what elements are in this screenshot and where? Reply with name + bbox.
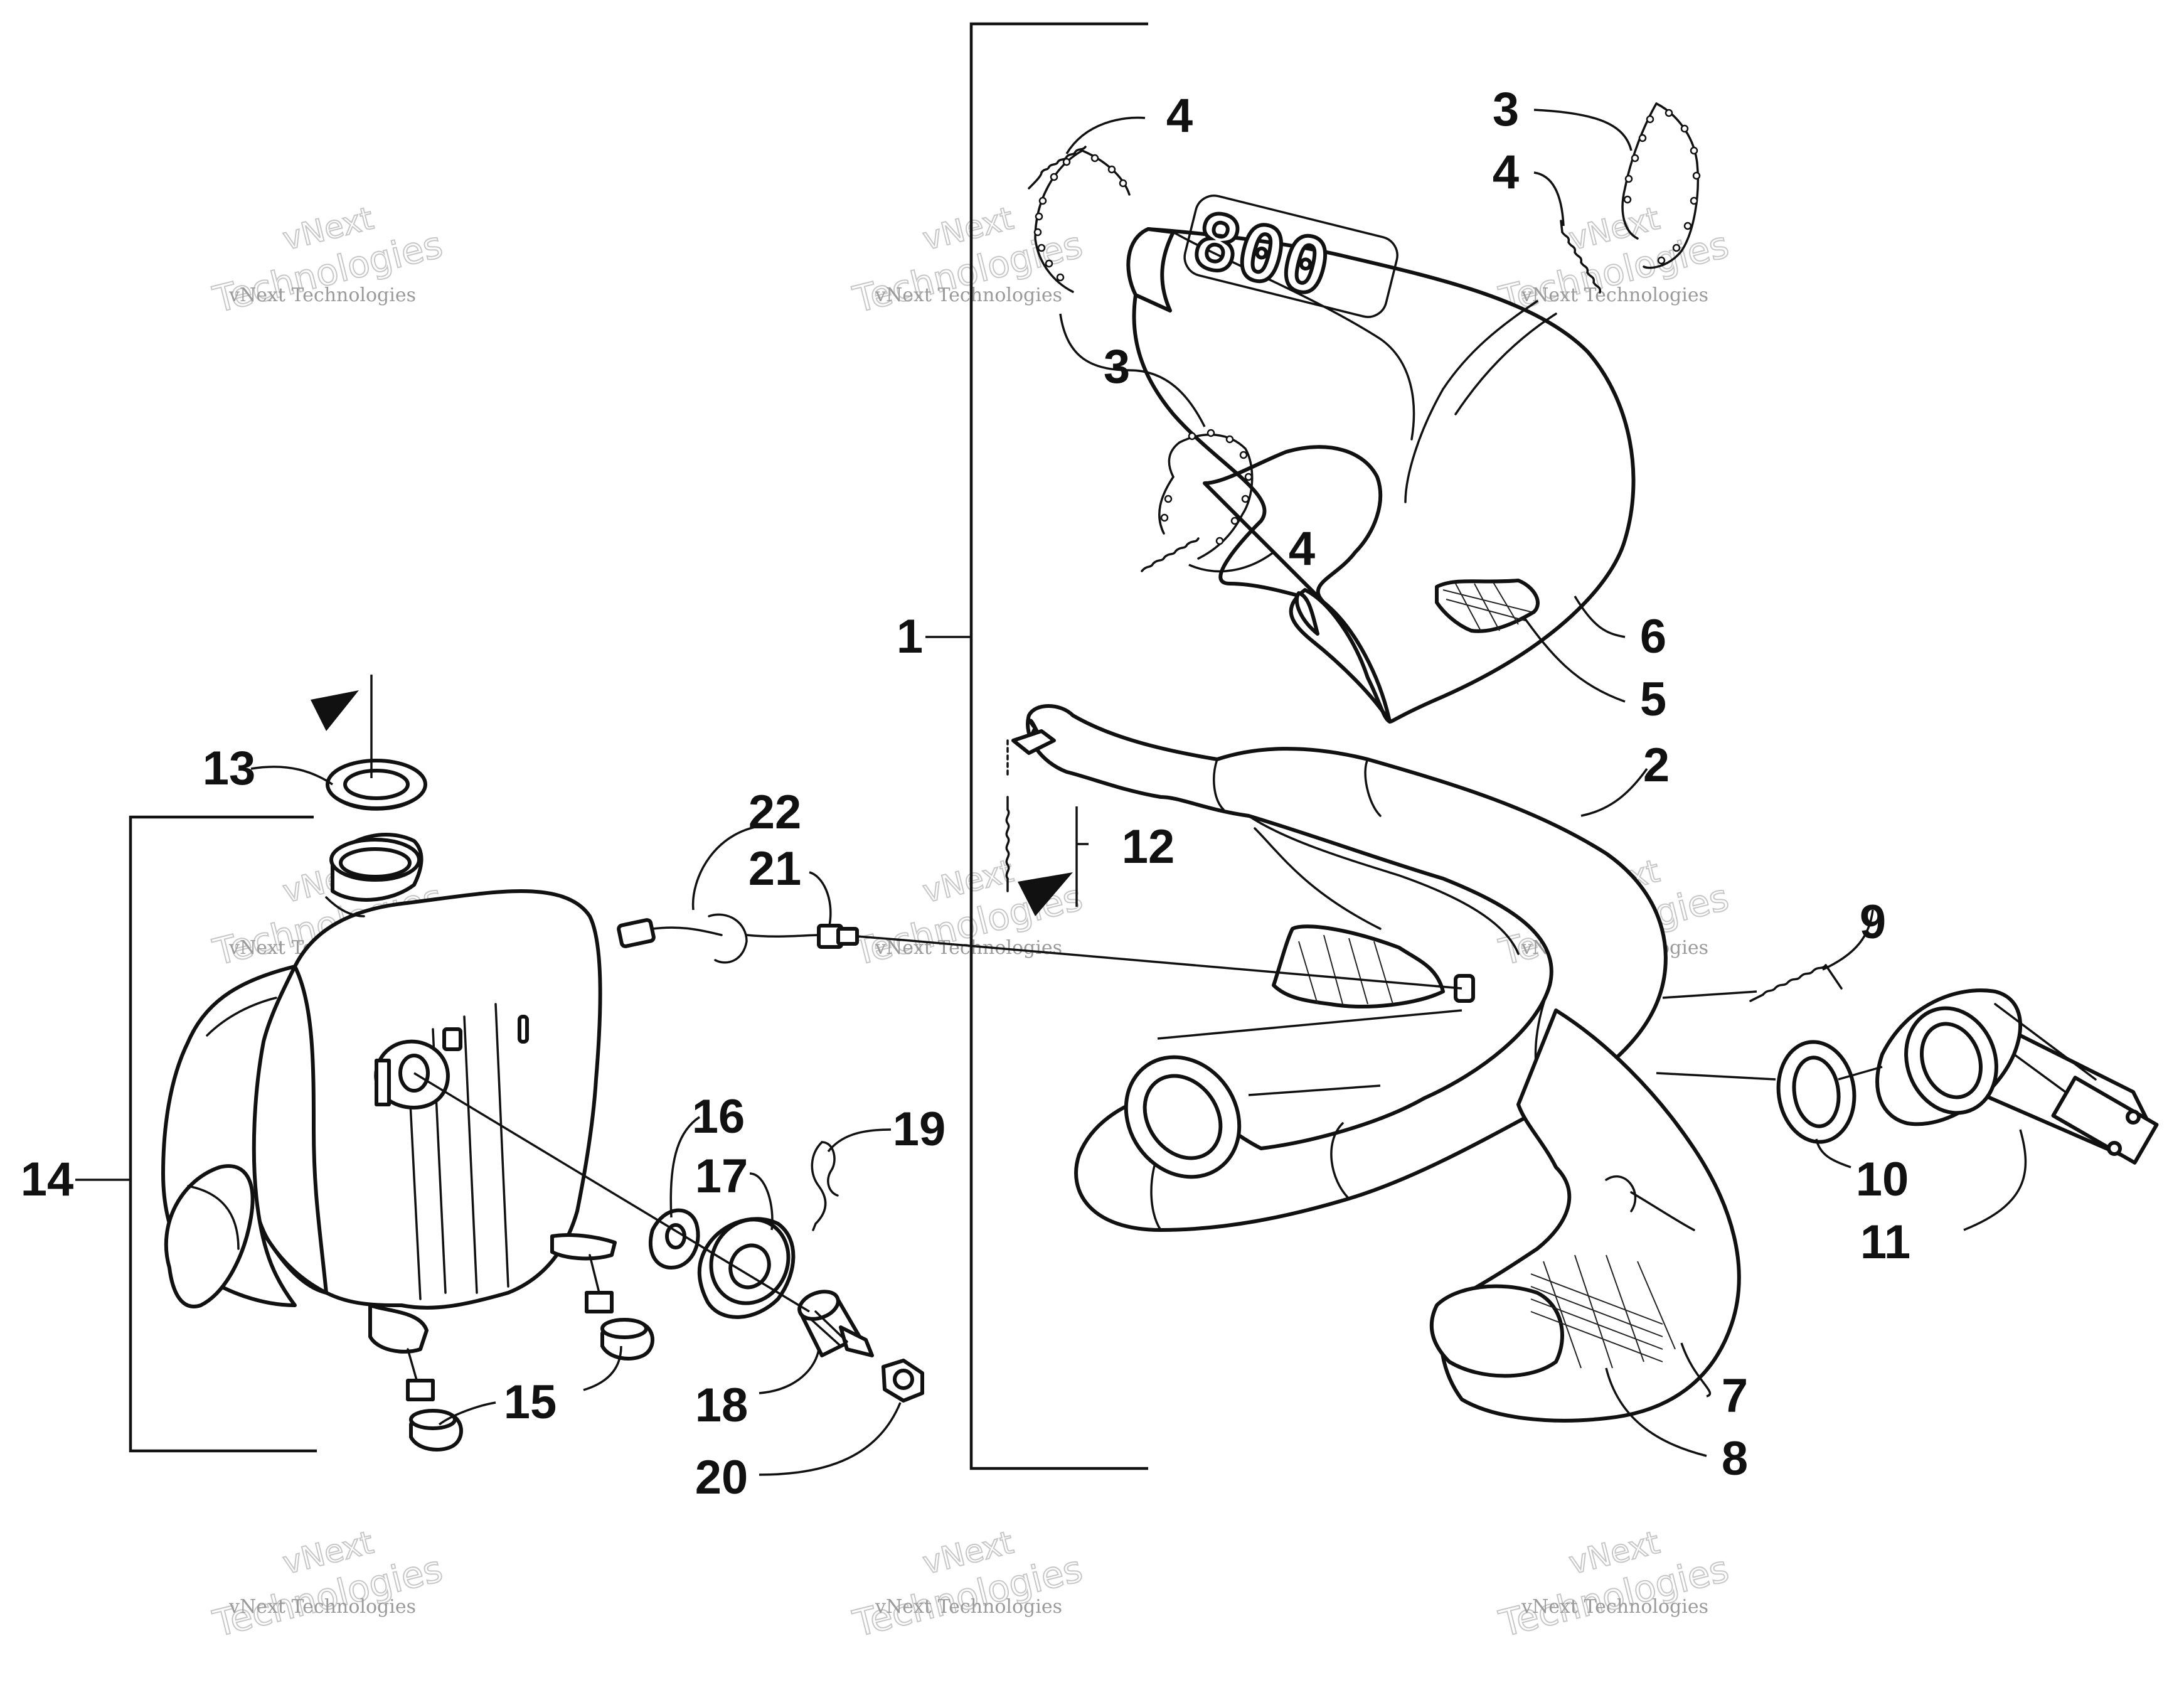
assembly-bracket-1 — [969, 22, 1148, 1470]
svg-text:vNext Technologies: vNext Technologies — [228, 284, 416, 306]
callout-16: 16 — [692, 1090, 745, 1143]
watermark: vNext Technologies — [1494, 1524, 1734, 1646]
rubber-grommet — [697, 1217, 796, 1319]
filler-cap — [326, 759, 427, 811]
hose-fitting — [797, 1290, 874, 1357]
hairpin-clip — [811, 1141, 839, 1231]
chain-strap-top-left — [1033, 149, 1131, 293]
callout-15: 15 — [504, 1376, 557, 1429]
callout-17: 17 — [695, 1150, 748, 1203]
watermark: vNext Technologies — [848, 1524, 1087, 1646]
spring-middle — [1141, 537, 1200, 572]
svg-text:vNext Technologies: vNext Technologies — [875, 284, 1062, 306]
reservoir-tank — [161, 833, 617, 1401]
hex-nut — [882, 1359, 924, 1403]
callout-21: 21 — [748, 842, 802, 896]
callout-3-middle: 3 — [1104, 340, 1130, 393]
callout-18: 18 — [695, 1379, 748, 1432]
leader-lines — [75, 109, 2027, 1476]
chain-strap-top-right — [1621, 102, 1701, 269]
callout-22: 22 — [748, 786, 802, 839]
grommet-bottom-right — [600, 1318, 654, 1361]
exhaust-gasket — [1776, 1040, 1856, 1144]
muffler-heat-shield: 800 — [1126, 195, 1636, 724]
callout-13: 13 — [203, 742, 256, 795]
callout-14: 14 — [21, 1153, 74, 1206]
callout-7: 7 — [1722, 1369, 1748, 1423]
watermark: vNext Technologies — [208, 1524, 447, 1646]
svg-text:vNext Technologies: vNext Technologies — [875, 1596, 1062, 1618]
callout-4-top-left: 4 — [1166, 89, 1193, 142]
assembly-bracket-14 — [129, 815, 317, 1453]
reference-arrow-left — [311, 690, 359, 731]
spring-pipe-mount — [1005, 739, 1010, 892]
svg-text:vNext Technologies: vNext Technologies — [228, 1596, 416, 1618]
callout-1: 1 — [897, 610, 923, 663]
spring-top-left — [1028, 146, 1087, 190]
callout-2: 2 — [1643, 739, 1670, 792]
callout-4-top-right: 4 — [1493, 146, 1519, 199]
callout-5: 5 — [1640, 673, 1666, 726]
svg-text:vNext Technologies: vNext Technologies — [1521, 1596, 1708, 1618]
callout-12: 12 — [1122, 820, 1175, 874]
callout-11: 11 — [1860, 1216, 1910, 1269]
callout-19: 19 — [893, 1103, 946, 1156]
callout-20: 20 — [695, 1451, 748, 1504]
callout-10: 10 — [1856, 1153, 1909, 1206]
callout-numbers: 1 2 3 3 4 4 4 5 6 7 8 9 10 11 12 13 14 1… — [21, 83, 1910, 1504]
callout-3-top: 3 — [1493, 83, 1519, 136]
exhaust-temperature-sensor — [617, 913, 905, 964]
callout-8: 8 — [1722, 1432, 1748, 1485]
spring-manifold — [1749, 964, 1843, 1002]
expansion-chamber-pipe — [1011, 704, 1741, 1423]
reference-arrow-right — [1018, 872, 1073, 916]
exhaust-manifold — [1875, 988, 2159, 1165]
watermark-grid: vNext Technologies vNext Technologies vN… — [208, 200, 1734, 1646]
chain-links — [1033, 154, 1127, 282]
callout-6: 6 — [1640, 610, 1666, 663]
grommet-bottom-left — [409, 1409, 463, 1452]
chain-strap-middle — [1158, 429, 1254, 560]
svg-text:vNext Technologies: vNext Technologies — [1521, 284, 1708, 306]
spring-top-right — [1560, 220, 1602, 294]
callout-9: 9 — [1860, 896, 1886, 949]
callout-4-middle: 4 — [1289, 522, 1315, 575]
